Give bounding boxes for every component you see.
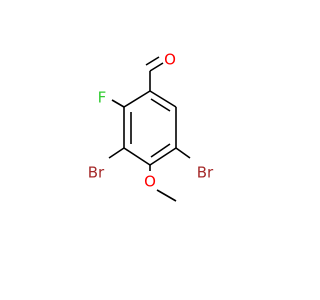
atom-oxygen-methoxy: O [144, 173, 156, 191]
atom-fluorine: F [98, 89, 107, 107]
bond-o-ch3 [156, 189, 177, 202]
bond-aldehyde-c-o [149, 62, 164, 72]
bond-ring-inner-c6-c1 [150, 98, 171, 112]
molecule-diagram: O F Br Br O [88, 51, 214, 202]
bond-c-f [111, 99, 125, 108]
bond-ring-c1-c2 [123, 90, 151, 108]
bond-ring-c3-c4 [123, 147, 151, 166]
atom-bromine-right: Br [197, 164, 214, 182]
atom-bromine-left: Br [88, 164, 105, 182]
atom-oxygen-carbonyl: O [164, 51, 176, 69]
bond-c-br-left [108, 147, 125, 159]
bond-ring-inner-c4-c5 [150, 143, 171, 158]
bond-aldehyde-c-o-double [145, 56, 160, 66]
bond-ring-c6-c1 [149, 90, 177, 108]
bond-ring-c4-c5 [149, 147, 177, 166]
bond-c-br-right [175, 147, 191, 159]
